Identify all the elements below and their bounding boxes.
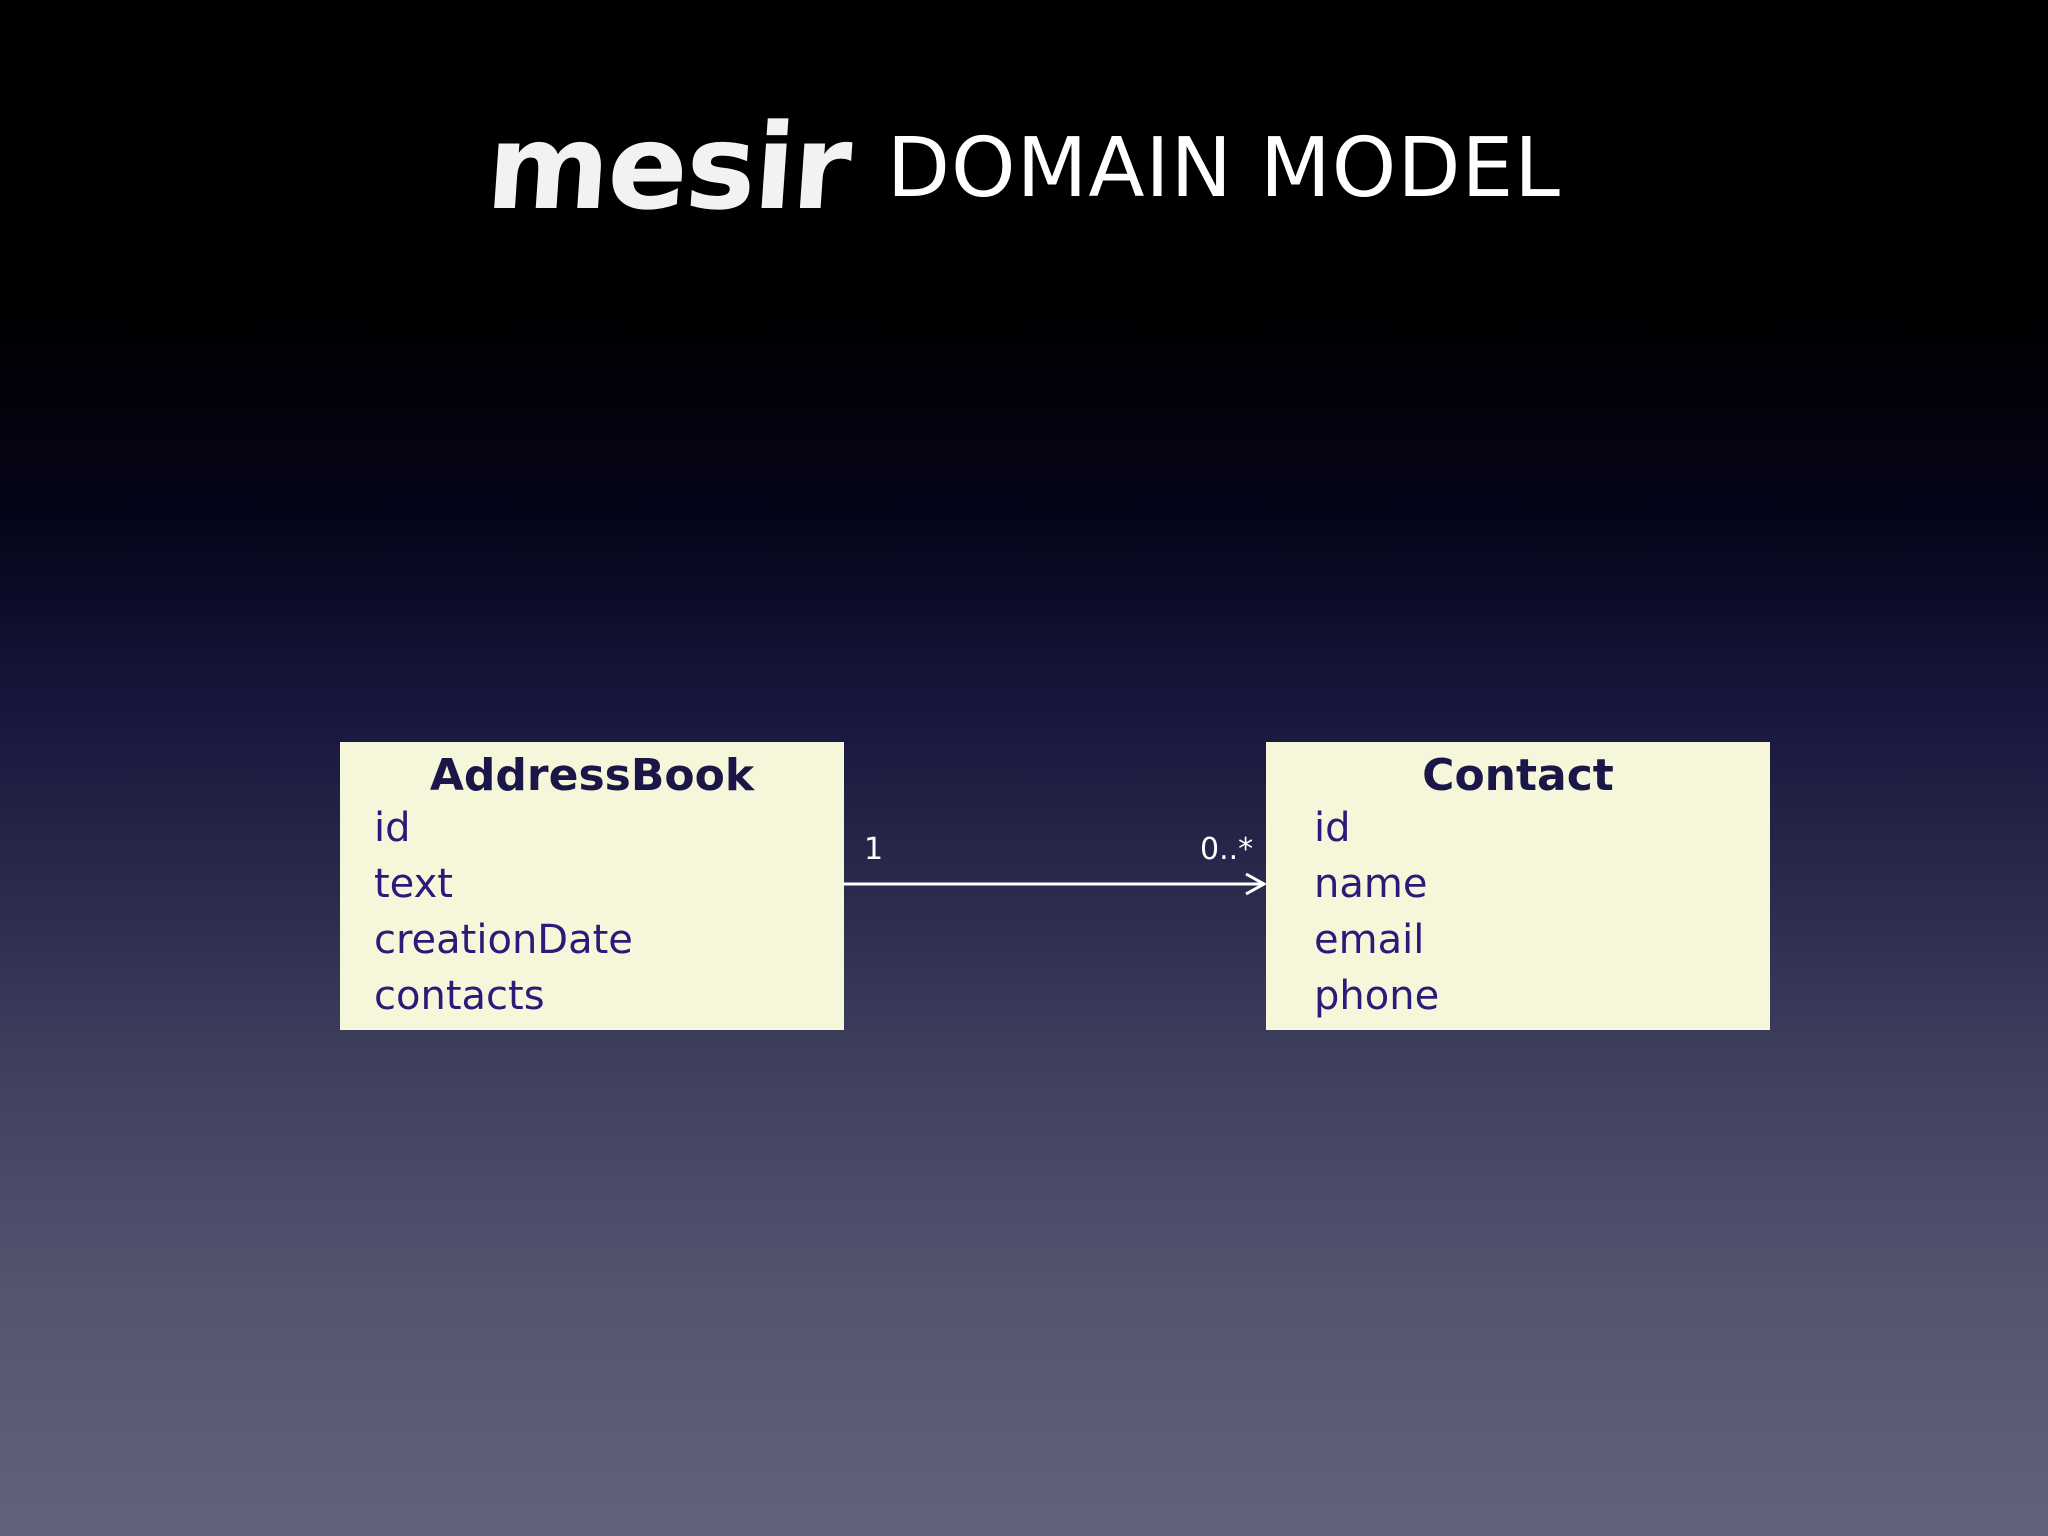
class-name: Contact — [1422, 750, 1614, 801]
class-box-addressbook: AddressBook id text creationDate contact… — [340, 742, 844, 1030]
attribute: id — [1314, 805, 1351, 852]
attribute: contacts — [374, 973, 545, 1020]
title-text: DOMAIN MODEL — [886, 121, 1561, 216]
class-box-contact: Contact id name email phone — [1266, 742, 1770, 1030]
attribute: text — [374, 861, 453, 908]
attribute: creationDate — [374, 917, 633, 964]
attribute-list: id text creationDate contacts — [340, 800, 844, 1024]
class-name: AddressBook — [429, 750, 755, 801]
arrowhead-icon — [1245, 872, 1268, 896]
source-multiplicity: 1 — [864, 832, 884, 867]
attribute: email — [1314, 917, 1425, 964]
attribute: name — [1314, 861, 1428, 908]
mesir-logo: mesir — [482, 98, 854, 236]
attribute: id — [374, 805, 411, 852]
attribute-list: id name email phone — [1266, 800, 1770, 1024]
slide-title: mesir DOMAIN MODEL — [0, 92, 2048, 236]
attribute: phone — [1314, 973, 1440, 1020]
target-multiplicity: 0..* — [1200, 832, 1254, 867]
